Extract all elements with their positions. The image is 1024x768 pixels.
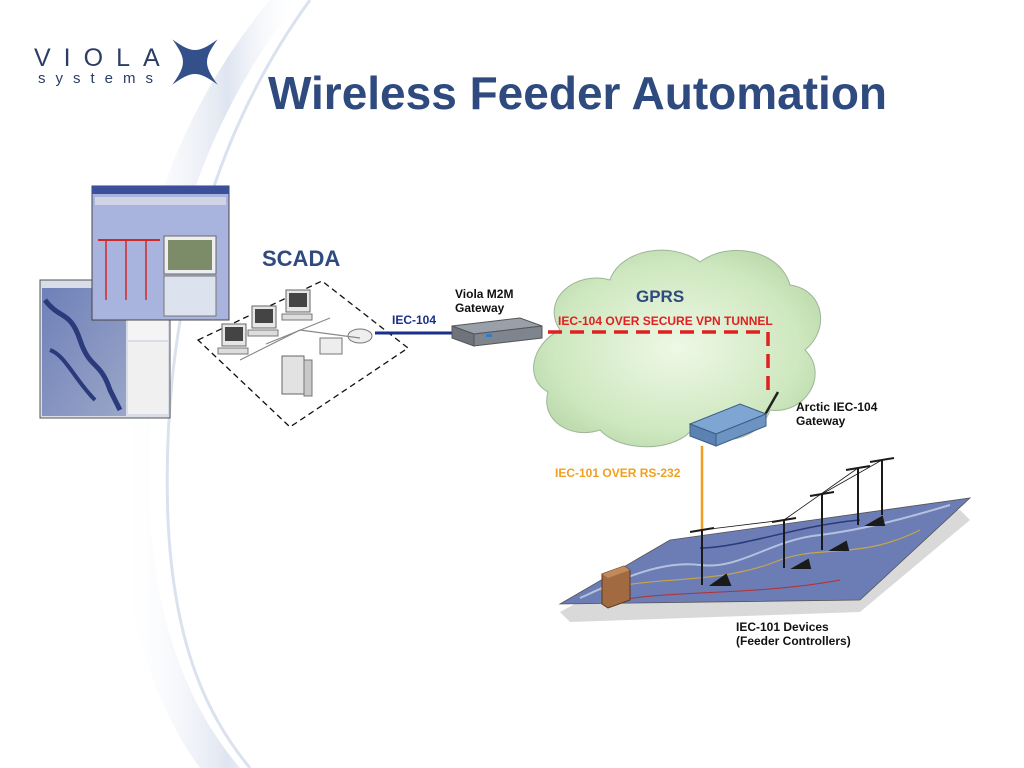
- background-swoosh-line: [165, 0, 312, 768]
- logo-wordmark: VIOLA: [34, 44, 173, 72]
- arctic-gateway-label-line2: Gateway: [796, 414, 846, 428]
- scada-label: SCADA: [262, 246, 341, 271]
- slide-title: Wireless Feeder Automation: [268, 67, 888, 119]
- m2m-gateway-label-line2: Gateway: [455, 301, 505, 315]
- m2m-gateway-label: Viola M2M Gateway: [455, 287, 513, 315]
- rs232-label: IEC-101 OVER RS-232: [555, 466, 681, 480]
- gprs-cloud: [533, 249, 821, 448]
- m2m-gateway-device: [451, 317, 543, 347]
- arctic-gateway-device: [688, 391, 780, 447]
- scada-workstations: [196, 280, 410, 428]
- x-star-icon: [172, 39, 218, 85]
- scada-screenshot: [91, 185, 230, 321]
- iec104-label: IEC-104: [392, 313, 437, 327]
- vpn-tunnel: [548, 330, 770, 398]
- devices-label: IEC-101 Devices (Feeder Controllers): [736, 620, 851, 648]
- devices-label-line1: IEC-101 Devices: [736, 620, 829, 634]
- gprs-label: GPRS: [636, 287, 685, 306]
- logo-subtitle: systems: [38, 70, 164, 87]
- arctic-gateway-label: Arctic IEC-104 Gateway: [796, 400, 877, 428]
- utility-poles: [689, 457, 895, 586]
- vpn-tunnel-label: IEC-104 OVER SECURE VPN TUNNEL: [558, 314, 773, 328]
- arctic-gateway-label-line1: Arctic IEC-104: [796, 400, 878, 414]
- devices-label-line2: (Feeder Controllers): [736, 634, 851, 648]
- m2m-gateway-label-line1: Viola M2M: [455, 287, 514, 301]
- feeder-cabinet: [601, 565, 631, 609]
